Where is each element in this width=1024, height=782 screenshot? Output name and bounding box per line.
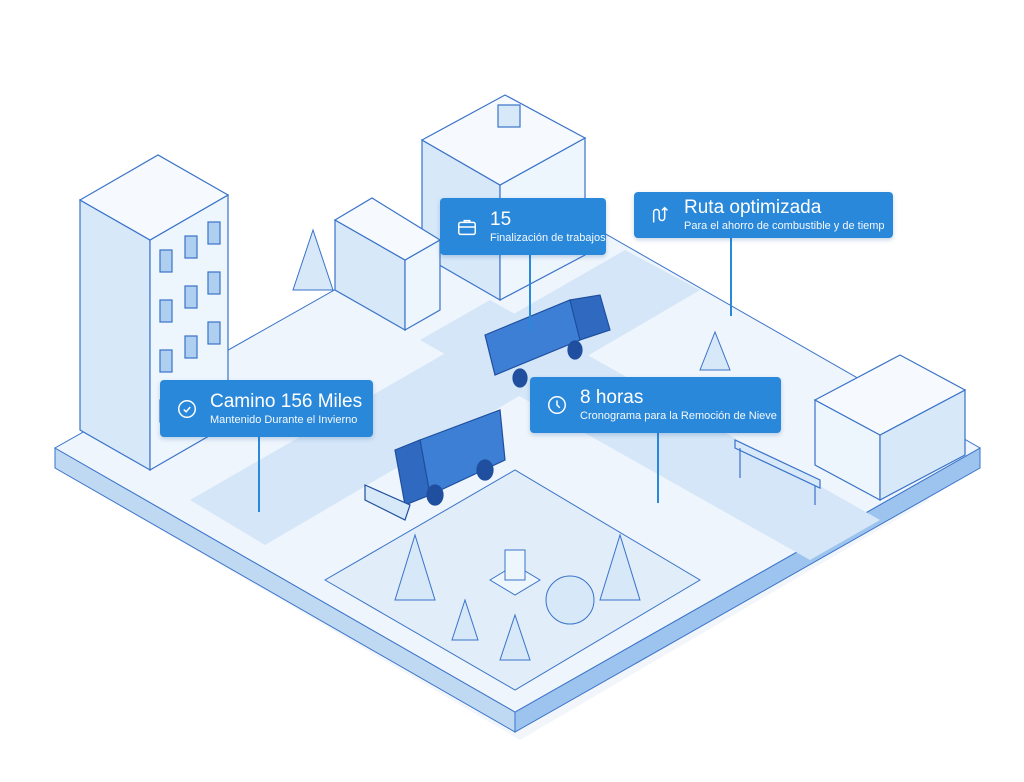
- trees: [292, 228, 731, 661]
- callout-pointer-hours: [657, 433, 659, 503]
- bus-stop: [734, 439, 821, 505]
- callout-pointer-road: [258, 437, 260, 512]
- callout-title: 8 horas: [580, 387, 644, 408]
- snow-plow-truck-back: [484, 294, 611, 388]
- callout-title: 15: [490, 208, 512, 230]
- callout-subtitle: Para el ahorro de combustible y de tiemp: [684, 220, 885, 232]
- callout-title: Camino 156 Miles: [210, 390, 363, 412]
- callout-pointer-route: [730, 238, 732, 316]
- check-circle-icon: [178, 399, 196, 418]
- briefcase-icon: [458, 219, 476, 235]
- snow-plow-truck-front: [364, 409, 506, 521]
- house-right: [813, 354, 967, 502]
- fountain: [489, 549, 541, 596]
- clock-icon: [548, 396, 566, 414]
- callout-pointer-jobs: [529, 255, 531, 330]
- callout-title: Ruta optimizada: [684, 197, 822, 218]
- callout-subtitle: Finalización de trabajos: [490, 231, 606, 244]
- route-icon: [652, 206, 668, 223]
- shop-building: [333, 197, 442, 332]
- callout-subtitle: Mantenido Durante el Invierno: [210, 413, 358, 426]
- callout-subtitle: Cronograma para la Remoción de Nieve: [580, 410, 777, 422]
